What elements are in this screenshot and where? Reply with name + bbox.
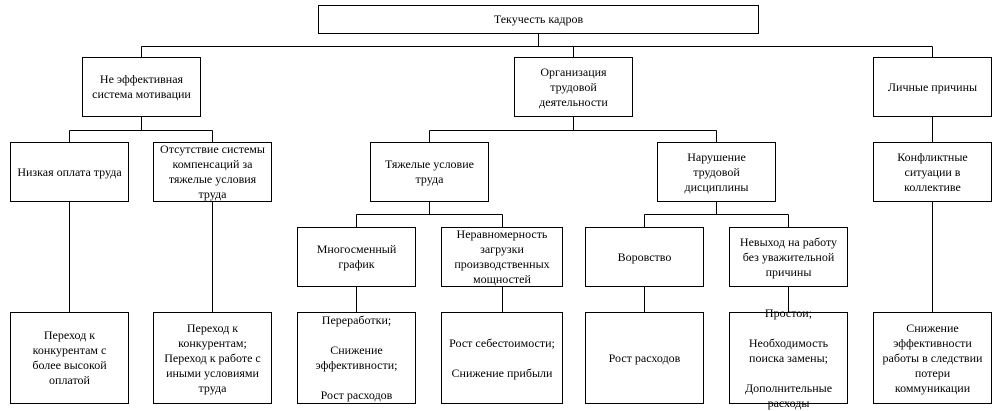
category-motivation-label: Не эффективная система мотивации: [92, 72, 191, 101]
result-absence: Простои; Необходимость поиска замены; До…: [729, 306, 848, 410]
cause-conflicts-label: Конфликтные ситуации в коллективе: [897, 149, 968, 194]
result-theft: Рост расходов: [585, 312, 704, 404]
cause-hard-conditions-label: Тяжелые условие труда: [385, 157, 474, 186]
category-personal: Личные причины: [873, 57, 992, 117]
cause-discipline: Нарушение трудовой дисциплины: [657, 142, 776, 202]
category-personal-label: Личные причины: [887, 79, 978, 94]
result-uneven-load: Рост себестоимости; Снижение прибыли: [441, 312, 563, 404]
cause-low-pay-label: Низкая оплата труда: [17, 164, 122, 179]
result-absence-label: Простои; Необходимость поиска замены; До…: [744, 305, 833, 410]
category-organization: Организация трудовой деятельности: [514, 57, 633, 117]
root-label: Текучесть кадров: [493, 12, 584, 26]
cause-theft: Воровство: [585, 227, 704, 287]
category-organization-label: Организация трудовой деятельности: [539, 64, 608, 109]
cause-multi-shift-label: Многосменный график: [316, 242, 397, 271]
result-uneven-load-label: Рост себестоимости; Снижение прибыли: [449, 335, 555, 380]
cause-absence-label: Невыход на работу без уважительной причи…: [739, 234, 838, 279]
cause-uneven-load: Неравномерность загрузки производственны…: [441, 227, 563, 287]
result-low-pay-label: Переход к конкурентам с более высокой оп…: [32, 328, 107, 387]
cause-discipline-label: Нарушение трудовой дисциплины: [684, 149, 749, 194]
cause-multi-shift: Многосменный график: [297, 227, 416, 287]
cause-theft-label: Воровство: [617, 249, 672, 264]
connector-organization: [429, 117, 717, 142]
cause-no-compensation-label: Отсутствие системы компенсаций за тяжелы…: [160, 142, 265, 201]
cause-low-pay: Низкая оплата труда: [10, 142, 129, 202]
cause-no-compensation: Отсутствие системы компенсаций за тяжелы…: [153, 142, 272, 202]
category-motivation: Не эффективная система мотивации: [82, 57, 201, 117]
result-multi-shift-label: Переработки; Снижение эффективности; Рос…: [315, 313, 398, 402]
connector-root: [141, 34, 933, 57]
cause-conflicts: Конфликтные ситуации в коллективе: [873, 142, 992, 202]
connector-discipline: [644, 202, 789, 227]
cause-absence: Невыход на работу без уважительной причи…: [729, 227, 848, 287]
result-conflicts: Снижение эффективности работы в следстви…: [873, 312, 992, 404]
connector-motivation: [69, 117, 213, 142]
result-conflicts-label: Снижение эффективности работы в следстви…: [882, 320, 983, 395]
result-no-compensation: Переход к конкурентам; Переход к работе …: [153, 312, 272, 404]
result-theft-label: Рост расходов: [608, 350, 681, 365]
connector-hard: [356, 202, 503, 227]
cause-hard-conditions: Тяжелые условие труда: [370, 142, 489, 202]
result-no-compensation-label: Переход к конкурентам; Переход к работе …: [164, 320, 261, 395]
root-node: Текучесть кадров: [318, 5, 759, 34]
result-multi-shift: Переработки; Снижение эффективности; Рос…: [297, 312, 416, 404]
cause-uneven-load-label: Неравномерность загрузки производственны…: [454, 227, 550, 286]
result-low-pay: Переход к конкурентам с более высокой оп…: [10, 312, 129, 404]
